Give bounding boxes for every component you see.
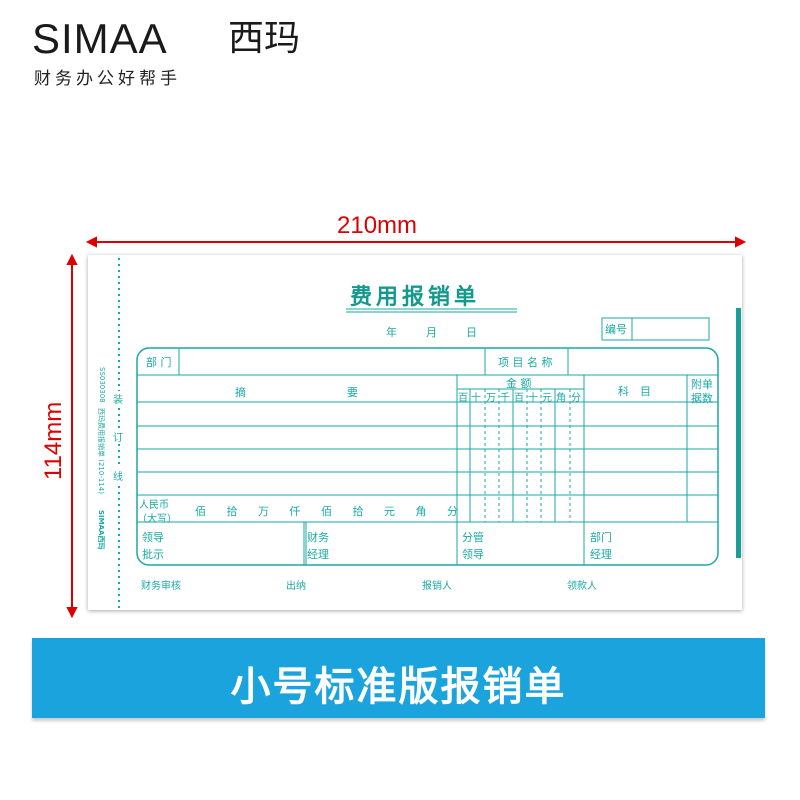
rmb-unit: 拾 <box>226 505 238 518</box>
brand-logo-cn: 西玛 <box>228 18 301 59</box>
amount-label: 金 额 <box>506 377 532 390</box>
amount-unit: 分 <box>571 393 581 404</box>
signer-label: 出纳 <box>286 581 306 592</box>
attach-label-2: 据数 <box>691 392 713 405</box>
rmb-unit: 万 <box>258 505 269 518</box>
approval-label: 领导 <box>462 548 484 561</box>
brand-slogan: 财务办公好帮手 <box>34 69 181 89</box>
summary-label: 摘 <box>235 386 246 399</box>
approval-label: 部门 <box>590 531 612 544</box>
rmb-label: 人民币 <box>139 500 169 511</box>
rmb-unit: 仟 <box>289 505 301 518</box>
approval-label: 经理 <box>590 548 612 561</box>
binding-label: 线 <box>113 468 123 483</box>
rmb-unit: 佰 <box>195 505 206 518</box>
summary-label-2: 要 <box>347 386 358 399</box>
amount-unit: 十 <box>528 393 538 404</box>
subject-label: 科 目 <box>618 385 651 398</box>
width-label: 210mm <box>337 212 418 239</box>
approval-label: 经理 <box>307 548 329 561</box>
number-label: 编号 <box>605 323 627 336</box>
side-code: SS030308 <box>98 367 106 403</box>
height-label: 114mm <box>40 401 67 480</box>
banner-text: 小号标准版报销单 <box>230 664 567 710</box>
signer-label: 领款人 <box>567 581 597 592</box>
title-banner: 小号标准版报销单 <box>32 638 765 718</box>
date-year: 年 <box>386 326 397 339</box>
side-brand: SIMAA西玛 <box>97 510 105 550</box>
rmb-unit: 分 <box>447 505 458 518</box>
amount-unit: 百 <box>458 393 468 404</box>
amount-unit: 角 <box>556 393 566 404</box>
rmb-label-2: （大写） <box>137 514 177 525</box>
amount-unit: 百 <box>514 393 524 404</box>
project-label: 项 目 名 称 <box>498 356 553 369</box>
amount-unit: 千 <box>500 393 510 404</box>
binding-label: 装 <box>113 391 123 406</box>
signer-label: 报销人 <box>422 581 452 592</box>
rmb-unit: 元 <box>384 505 395 518</box>
signer-label: 财务审核 <box>141 581 181 592</box>
form-title: 费用报销单 <box>350 284 481 310</box>
amount-unit: 元 <box>542 393 552 404</box>
side-name: 西玛费用报销单 (210-114) <box>97 408 105 494</box>
dept-label: 部 门 <box>146 356 172 369</box>
approval-label: 财务 <box>307 531 329 544</box>
approval-label: 领导 <box>142 531 164 544</box>
binding-label: 订 <box>113 429 123 444</box>
date-day: 日 <box>466 326 477 339</box>
rmb-unit: 佰 <box>321 505 332 518</box>
attach-label: 附单 <box>691 378 713 391</box>
approval-label: 批示 <box>142 548 164 561</box>
date-month: 月 <box>426 326 437 339</box>
brand-logo: SIMAA <box>32 15 168 62</box>
rmb-unit: 拾 <box>352 505 364 518</box>
amount-unit: 十 <box>471 393 481 404</box>
expense-form: 费用报销单 年 月 日 编号 部 门 项 目 名 称 摘 要 金 额 百十万千百… <box>88 255 742 610</box>
rmb-unit: 角 <box>415 505 427 518</box>
amount-unit: 万 <box>486 393 496 404</box>
approval-label: 分管 <box>462 531 484 544</box>
